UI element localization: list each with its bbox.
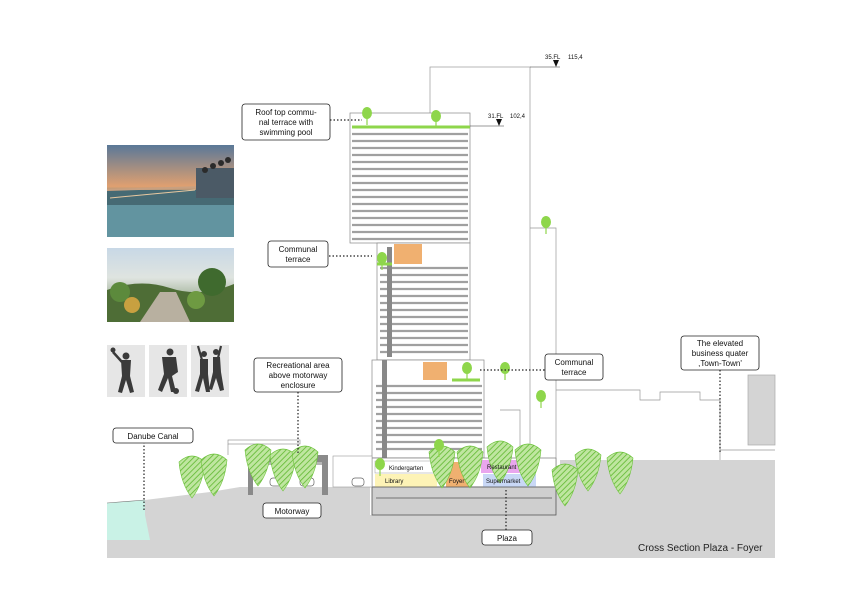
small-tree [500,362,510,380]
top-level-floor: 35.FL [545,55,561,61]
small-tree [375,458,385,476]
small-tree [434,439,444,457]
small-tree [377,252,387,270]
tree [269,448,297,492]
program-labels: Kindergarten Library Foyer Restaurant Su… [385,465,521,485]
roof-terrace-callout: Roof top commu- nal terrace with swimmin… [241,103,331,141]
leader-lines [143,119,721,530]
tower [349,112,485,459]
recreational-area-callout: Recreational area above motorway enclosu… [253,357,343,393]
communal-mid-line2: terrace [286,255,311,264]
garden-photo-icon [107,248,234,322]
recreational-line3: enclosure [281,381,316,390]
recreational-line2: above motorway [269,371,328,380]
level-marker-roof: 31.FL 102,4 [470,114,526,127]
plaza-label: Plaza [497,534,518,543]
roof-level-floor: 31.FL [488,114,504,120]
small-tree [362,107,372,125]
kindergarten-label: Kindergarten [389,466,423,472]
plaza-callout: Plaza [481,529,533,546]
level-marker-top: 35.FL 115,4 [530,55,583,68]
danube-canal-water [107,500,150,540]
supermarket-label: Supermarket [486,479,521,485]
sports-figures-icon [107,345,229,397]
rooftop-pool-photo-icon [106,145,235,237]
communal-right-line2: terrace [562,368,587,377]
roof-level-height: 102,4 [510,114,526,120]
tree [551,463,579,507]
business-line2: business quater [692,349,749,358]
tree [486,440,514,484]
business-quarter-callout: The elevated business quater ,Town-Town' [680,335,760,371]
small-tree [431,110,441,128]
communal-terrace-callout-right: Communal terrace [544,353,604,381]
orange-void-upper [394,244,422,264]
recreational-line1: Recreational area [266,361,330,370]
business-line3: ,Town-Town' [698,359,742,368]
library-block [375,474,437,487]
roof-callout-line2: nal terrace with [259,118,313,127]
tree [574,448,602,492]
danube-label: Danube Canal [127,432,178,441]
danube-canal-callout: Danube Canal [112,427,194,444]
trees [178,107,634,507]
roof-callout-line1: Roof top commu- [255,108,317,117]
motorway-label: Motorway [275,507,310,516]
tower-core [387,247,392,357]
orange-void-lower [423,362,447,380]
top-level-height: 115,4 [568,55,583,61]
tree [291,445,319,489]
plaza-basement [371,486,557,516]
tree [514,443,542,487]
diagram-caption: Cross Section Plaza - Foyer [638,543,763,554]
small-tree [462,362,472,380]
communal-terrace-callout-mid: Communal terrace [267,240,329,268]
motorway-callout: Motorway [262,502,322,519]
tree [244,443,272,487]
tree [200,453,228,497]
communal-right-line1: Communal [555,358,594,367]
tree [178,455,206,499]
foyer-label: Foyer [449,479,464,485]
business-line1: The elevated [697,339,743,348]
tree [456,445,484,489]
communal-mid-line1: Communal [279,245,318,254]
small-tree [541,216,551,234]
tree [606,451,634,495]
restaurant-label: Restaurant [487,465,517,471]
small-tree [536,390,546,408]
roof-callout-line3: swimming pool [260,128,313,137]
library-label: Library [385,479,403,485]
